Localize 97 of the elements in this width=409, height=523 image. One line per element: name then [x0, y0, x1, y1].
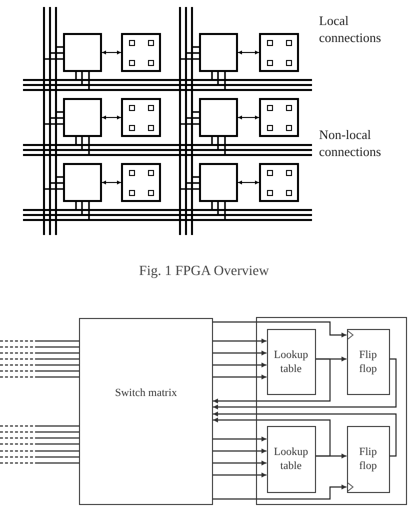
connection-wire: [75, 137, 77, 144]
arrow: [213, 358, 331, 404]
connection-wire: [193, 111, 199, 113]
signal-line: [0, 364, 79, 366]
flip-flop-box: [346, 328, 390, 394]
switch-matrix-box: [79, 318, 213, 505]
arrow: [213, 358, 397, 410]
signal-line: [0, 376, 79, 378]
connection-wire: [187, 117, 199, 119]
connection-wire: [224, 202, 226, 219]
arrow: [213, 436, 266, 442]
signal-line: [0, 462, 79, 464]
connection-wire: [75, 202, 77, 209]
arrow: [213, 484, 346, 500]
signal-line: [0, 443, 79, 445]
lookup-table-box: [266, 328, 316, 394]
logic-block: [63, 33, 102, 72]
connection-wire: [211, 137, 213, 144]
signal-line: [0, 437, 79, 439]
side-label: Local connections: [319, 12, 382, 46]
block-label: Switch matrix: [114, 386, 178, 400]
pad-block: [259, 163, 299, 202]
pad-block: [121, 163, 161, 202]
pad-block: [121, 33, 161, 72]
double-arrow: [102, 180, 121, 184]
logic-block: [199, 98, 238, 137]
signal-line: [0, 358, 79, 360]
pad-block: [259, 98, 299, 137]
connection-wire: [187, 52, 199, 54]
connection-wire: [57, 176, 63, 178]
connection-wire: [181, 123, 199, 125]
flip-flop-box: [346, 426, 390, 492]
signal-line: [0, 450, 79, 452]
arrow: [213, 448, 266, 454]
arrow: [213, 418, 331, 457]
signal-line: [0, 340, 79, 342]
arrow: [316, 454, 346, 458]
block-label: Lookup table: [272, 445, 310, 473]
connection-wire: [181, 58, 199, 60]
arrow: [213, 350, 266, 356]
connection-wire: [88, 137, 90, 154]
connection-wire: [57, 111, 63, 113]
connection-wire: [88, 72, 90, 89]
connection-wire: [193, 46, 199, 48]
signal-line: [0, 346, 79, 348]
connection-wire: [51, 182, 63, 184]
pad-block: [259, 33, 299, 72]
connection-wire: [88, 202, 90, 219]
double-arrow: [238, 50, 259, 54]
connection-wire: [217, 202, 219, 214]
connection-wire: [217, 72, 219, 84]
figure-caption: Fig. 1 FPGA Overview: [139, 263, 269, 281]
arrow: [213, 460, 266, 466]
connection-wire: [193, 176, 199, 178]
arrow: [213, 374, 266, 380]
connection-wire: [224, 72, 226, 89]
connection-wire: [211, 202, 213, 209]
signal-line: [0, 352, 79, 354]
side-label: Non-local connections: [319, 126, 382, 160]
connection-wire: [57, 46, 63, 48]
connection-wire: [75, 72, 77, 79]
signal-line: [0, 431, 79, 433]
signal-line: [0, 370, 79, 372]
connection-wire: [81, 202, 83, 214]
connection-wire: [224, 137, 226, 154]
double-arrow: [238, 116, 259, 120]
logic-block: [63, 98, 102, 137]
connection-wire: [217, 137, 219, 149]
connection-wire: [81, 72, 83, 84]
pad-block: [121, 98, 161, 137]
logic-block: [199, 33, 238, 72]
double-arrow: [102, 116, 121, 120]
arrow: [213, 321, 346, 338]
block-label: Lookup table: [272, 348, 310, 376]
connection-wire: [45, 58, 63, 60]
double-arrow: [238, 180, 259, 184]
arrow: [213, 472, 266, 478]
connection-wire: [211, 72, 213, 79]
signal-line: [0, 456, 79, 458]
logic-cell-frame: [256, 317, 407, 505]
connection-wire: [51, 117, 63, 119]
arrow: [213, 362, 266, 368]
block-label: Flip flop: [358, 445, 378, 473]
signal-line: [0, 425, 79, 427]
logic-block: [199, 163, 238, 202]
connection-wire: [45, 123, 63, 125]
double-arrow: [102, 50, 121, 54]
arrow: [213, 338, 266, 344]
connection-wire: [181, 188, 199, 190]
connection-wire: [187, 182, 199, 184]
block-label: Flip flop: [358, 348, 378, 376]
connection-wire: [45, 188, 63, 190]
arrow: [213, 412, 397, 457]
connection-wire: [51, 52, 63, 54]
connection-wire: [81, 137, 83, 149]
logic-block: [63, 163, 102, 202]
lookup-table-box: [266, 426, 316, 492]
